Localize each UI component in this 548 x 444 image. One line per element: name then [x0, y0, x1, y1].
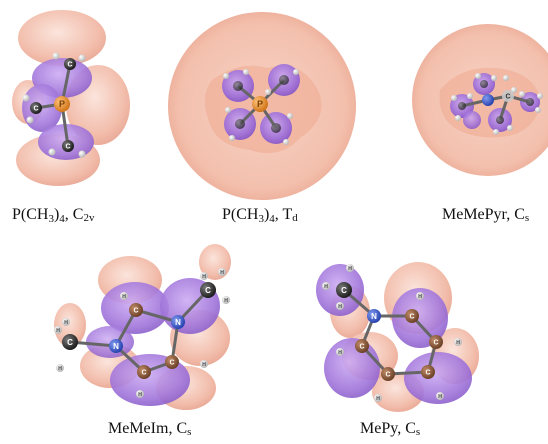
atom-label: H — [456, 340, 460, 346]
molecule-atoms — [223, 69, 299, 145]
caption-symmetry-sub: s — [187, 426, 192, 438]
caption-symmetry-sub: 2v — [83, 212, 95, 224]
atom-label: H — [324, 284, 328, 290]
atom-label: C — [141, 369, 146, 376]
atom-label: H — [64, 320, 68, 326]
atom-label: C — [67, 338, 73, 347]
atom-label: H — [338, 304, 342, 310]
orbital-lobes — [316, 262, 479, 412]
caption-main: P(CH — [12, 206, 49, 223]
atom-label: H — [438, 394, 442, 400]
orbital-lobes — [12, 10, 130, 186]
caption-symmetry: C — [405, 420, 416, 437]
panel-p3 — [412, 24, 548, 176]
atom-label: C — [505, 93, 510, 100]
caption-sep: , — [168, 420, 177, 437]
caption-main: P(CH — [222, 206, 259, 223]
caption-sep: , — [274, 206, 283, 223]
panel-p1 — [12, 10, 130, 186]
caption-symmetry: C — [176, 420, 188, 437]
caption-sep: , — [397, 420, 406, 437]
molecule-atoms — [22, 52, 86, 158]
atom-label: C — [385, 371, 390, 378]
caption-sub1: 3 — [48, 213, 54, 225]
caption-symmetry: C — [72, 206, 84, 223]
atom-label: P — [257, 99, 263, 109]
caption-sub1: 3 — [258, 213, 264, 225]
atom-label: C — [67, 61, 72, 68]
atom-label: H — [138, 392, 142, 398]
atom-label: H — [224, 298, 228, 304]
atom-label: H — [58, 366, 62, 372]
atom-label: H — [376, 396, 380, 402]
caption-mid: ) — [53, 206, 60, 223]
atom-label: H — [348, 266, 352, 272]
atom-label: C — [341, 286, 347, 295]
atom-label: N — [113, 342, 119, 351]
atom-label: C — [409, 313, 414, 320]
atom-label: N — [371, 312, 377, 321]
molecule-atoms — [322, 264, 462, 402]
caption-sub2: 4 — [59, 213, 65, 225]
caption-main: MeMePyr — [442, 206, 507, 223]
caption-p3: MeMePyr, Cs — [442, 206, 529, 224]
caption-symmetry-sub: s — [415, 426, 421, 438]
orbital-lobes — [54, 244, 231, 410]
atom-label: C — [33, 105, 38, 112]
caption-main: MeMeIm — [108, 420, 169, 437]
atom-label: H — [56, 328, 60, 334]
atom-label: H — [122, 294, 126, 300]
atom-label: H — [418, 294, 422, 300]
molecule-atoms — [451, 73, 543, 135]
caption-p2: P(CH3)4, Td — [222, 206, 298, 225]
atom-label: H — [202, 274, 206, 280]
caption-p5: MePy, Cs — [360, 420, 420, 438]
atom-label: C — [169, 359, 174, 366]
caption-sep: , — [64, 206, 73, 223]
caption-p1: P(CH3)4, C2v — [12, 206, 95, 225]
atom-label: C — [65, 143, 70, 150]
panel-p2 — [168, 12, 356, 200]
caption-mid: ) — [263, 206, 270, 223]
atom-label: C — [133, 307, 138, 314]
atom-label: C — [359, 343, 364, 350]
atom-label: P — [59, 99, 65, 109]
panel-p4 — [54, 244, 231, 410]
atom-label: C — [433, 339, 438, 346]
caption-symmetry: C — [514, 206, 525, 223]
atom-label: N — [175, 318, 181, 327]
caption-symmetry: T — [282, 206, 293, 223]
caption-sep: , — [506, 206, 515, 223]
panel-p5 — [316, 262, 479, 412]
caption-main: MePy — [360, 420, 398, 437]
molecule-atoms — [54, 268, 230, 398]
atom-label: H — [202, 362, 206, 368]
atom-label: C — [205, 286, 211, 295]
atom-label: H — [220, 270, 224, 276]
caption-p4: MeMeIm, Cs — [108, 420, 191, 438]
atom-label: C — [425, 369, 430, 376]
atom-label: H — [338, 350, 342, 356]
caption-symmetry-sub: s — [524, 212, 530, 224]
caption-sub2: 4 — [269, 213, 275, 225]
caption-symmetry-sub: d — [292, 212, 298, 224]
